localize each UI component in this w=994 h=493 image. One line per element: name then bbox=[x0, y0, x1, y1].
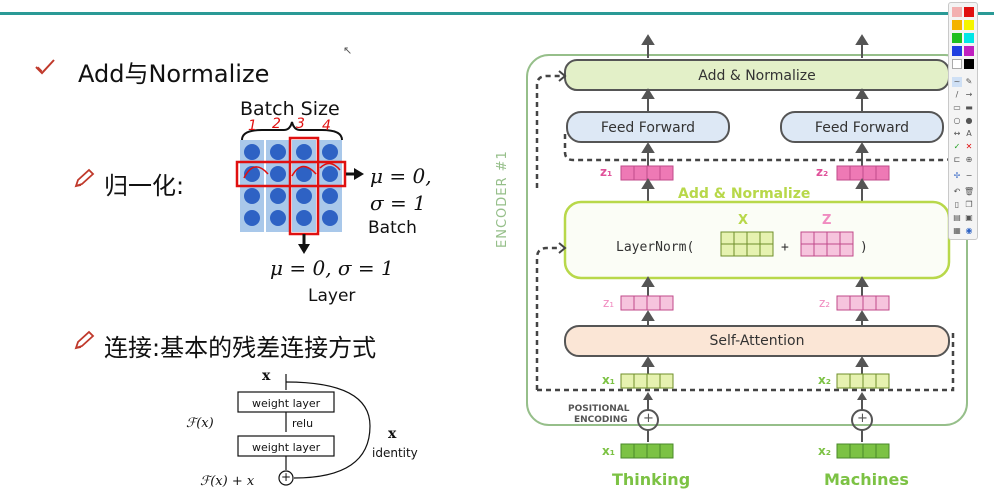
move-tool-icon[interactable]: ✢ bbox=[953, 171, 961, 180]
mouse-cursor-icon: ↖ bbox=[343, 44, 353, 57]
highlighter-tool-icon[interactable]: ✎ bbox=[965, 77, 973, 86]
encoder-side-label: ENCODER #1 bbox=[495, 150, 510, 248]
z-matrix-label: Z bbox=[822, 213, 832, 228]
encoder-diagram bbox=[526, 34, 968, 459]
z1-bottom-label: z₁ bbox=[603, 296, 615, 310]
batch-number-3: 3 bbox=[296, 116, 305, 132]
positional-plus-1: + bbox=[643, 411, 654, 426]
z1-top-label: z₁ bbox=[600, 165, 613, 179]
pencil-tool-icon[interactable]: ~ bbox=[952, 77, 962, 87]
feed-forward-1: Feed Forward bbox=[600, 120, 696, 136]
add-normalize-mid: Add & Normalize bbox=[678, 186, 811, 202]
top-accent-line bbox=[0, 12, 994, 15]
new-page-icon[interactable]: ▯ bbox=[954, 200, 960, 209]
text-tool-icon[interactable]: A bbox=[966, 129, 972, 138]
double-arrow-tool-icon[interactable]: ↔ bbox=[953, 129, 961, 138]
minus-tool-icon[interactable]: − bbox=[965, 171, 973, 180]
x-matrix-label: X bbox=[738, 213, 749, 228]
color-swatch-orange[interactable] bbox=[952, 20, 962, 30]
batch-label: Batch bbox=[368, 218, 417, 238]
pencil-icon bbox=[74, 168, 95, 188]
identity-label: identity bbox=[372, 446, 418, 460]
color-swatch-pink[interactable] bbox=[952, 7, 962, 17]
x2-input-label: x₂ bbox=[818, 444, 831, 458]
color-swatch-magenta[interactable] bbox=[964, 46, 974, 56]
residual-connection-label: 连接:基本的残差连接方式 bbox=[104, 334, 377, 362]
z2-top-label: z₂ bbox=[816, 165, 829, 179]
filled-rect-tool-icon[interactable]: ▬ bbox=[965, 103, 973, 112]
color-swatch-red[interactable] bbox=[964, 7, 974, 17]
crop-tool-icon[interactable]: ⊏ bbox=[953, 155, 961, 164]
fx-label: ℱ(x) bbox=[186, 416, 214, 431]
batch-number-1: 1 bbox=[248, 118, 257, 134]
z2-bottom-label: z₂ bbox=[819, 296, 831, 310]
color-swatch-cyan[interactable] bbox=[964, 33, 974, 43]
input-word-thinking: Thinking bbox=[612, 470, 691, 489]
annotation-toolbox: ~ ✎ / → ▭ ▬ ○ ● ↔ A ✓ ✕ ⊏ ⊕ ✢ − ↶ 🗑 ▯ ❐ … bbox=[948, 2, 978, 240]
layer-label: Layer bbox=[308, 286, 356, 306]
checkmark-icon bbox=[35, 59, 55, 75]
arrow-tool-icon[interactable]: → bbox=[965, 90, 973, 99]
screenshot-icon[interactable]: ▦ bbox=[953, 226, 961, 235]
x2-label: x₂ bbox=[818, 373, 831, 387]
save-icon[interactable]: ▣ bbox=[965, 213, 973, 222]
fx-plus-x-label: ℱ(x) + x bbox=[200, 474, 255, 489]
mu-sigma-layer: μ = 0, σ = 1 bbox=[270, 256, 394, 280]
zoom-tool-icon[interactable]: ⊕ bbox=[965, 155, 973, 164]
color-swatch-green[interactable] bbox=[952, 33, 962, 43]
resnet-x-top: x bbox=[262, 368, 271, 384]
input-word-machines: Machines bbox=[824, 470, 909, 489]
check-tool-icon[interactable]: ✓ bbox=[953, 142, 961, 151]
x1-input-label: x₁ bbox=[602, 444, 615, 458]
undo-icon[interactable]: ↶ bbox=[953, 187, 961, 196]
positional-label-1: POSITIONAL bbox=[568, 404, 630, 414]
residual-block-diagram bbox=[237, 374, 371, 486]
add-normalize-top: Add & Normalize bbox=[698, 68, 816, 84]
layernorm-plus: + bbox=[781, 240, 789, 255]
positional-plus-2: + bbox=[857, 411, 868, 426]
batch-norm-diagram bbox=[235, 121, 364, 254]
batch-number-4: 4 bbox=[322, 118, 331, 134]
layernorm-close: ) bbox=[860, 240, 868, 255]
pencil-icon bbox=[74, 330, 95, 350]
batch-size-label: Batch Size bbox=[240, 98, 340, 120]
mu-batch: μ = 0, bbox=[370, 164, 432, 188]
relu-label: relu bbox=[292, 417, 314, 430]
resnet-plus: + bbox=[281, 470, 292, 484]
filled-ellipse-tool-icon[interactable]: ● bbox=[965, 116, 973, 125]
feed-forward-2: Feed Forward bbox=[814, 120, 910, 136]
normalization-label: 归一化: bbox=[104, 172, 185, 200]
trash-icon[interactable]: 🗑 bbox=[964, 187, 975, 196]
section-heading: Add与Normalize bbox=[78, 60, 270, 88]
color-swatch-white[interactable] bbox=[952, 59, 962, 69]
x1-label: x₁ bbox=[602, 373, 615, 387]
rect-tool-icon[interactable]: ▭ bbox=[953, 103, 961, 112]
color-swatch-blue[interactable] bbox=[952, 46, 962, 56]
weight-layer-2: weight layer bbox=[252, 441, 321, 454]
self-attention-label: Self-Attention bbox=[709, 333, 805, 349]
color-swatch-black[interactable] bbox=[964, 59, 974, 69]
line-tool-icon[interactable]: / bbox=[955, 90, 959, 99]
batch-number-2: 2 bbox=[272, 116, 281, 132]
positional-label-2: ENCODING bbox=[574, 415, 628, 425]
ellipse-tool-icon[interactable]: ○ bbox=[953, 116, 961, 125]
sigma-batch: σ = 1 bbox=[370, 191, 426, 215]
identity-x-label: x bbox=[388, 426, 397, 442]
color-swatch-yellow[interactable] bbox=[964, 20, 974, 30]
weight-layer-1: weight layer bbox=[252, 397, 321, 410]
copy-icon[interactable]: ❐ bbox=[965, 200, 973, 209]
info-icon[interactable]: ◉ bbox=[965, 226, 973, 235]
cross-tool-icon[interactable]: ✕ bbox=[965, 142, 973, 151]
layernorm-label: LayerNorm( bbox=[616, 240, 695, 255]
print-icon[interactable]: ▤ bbox=[953, 213, 961, 222]
